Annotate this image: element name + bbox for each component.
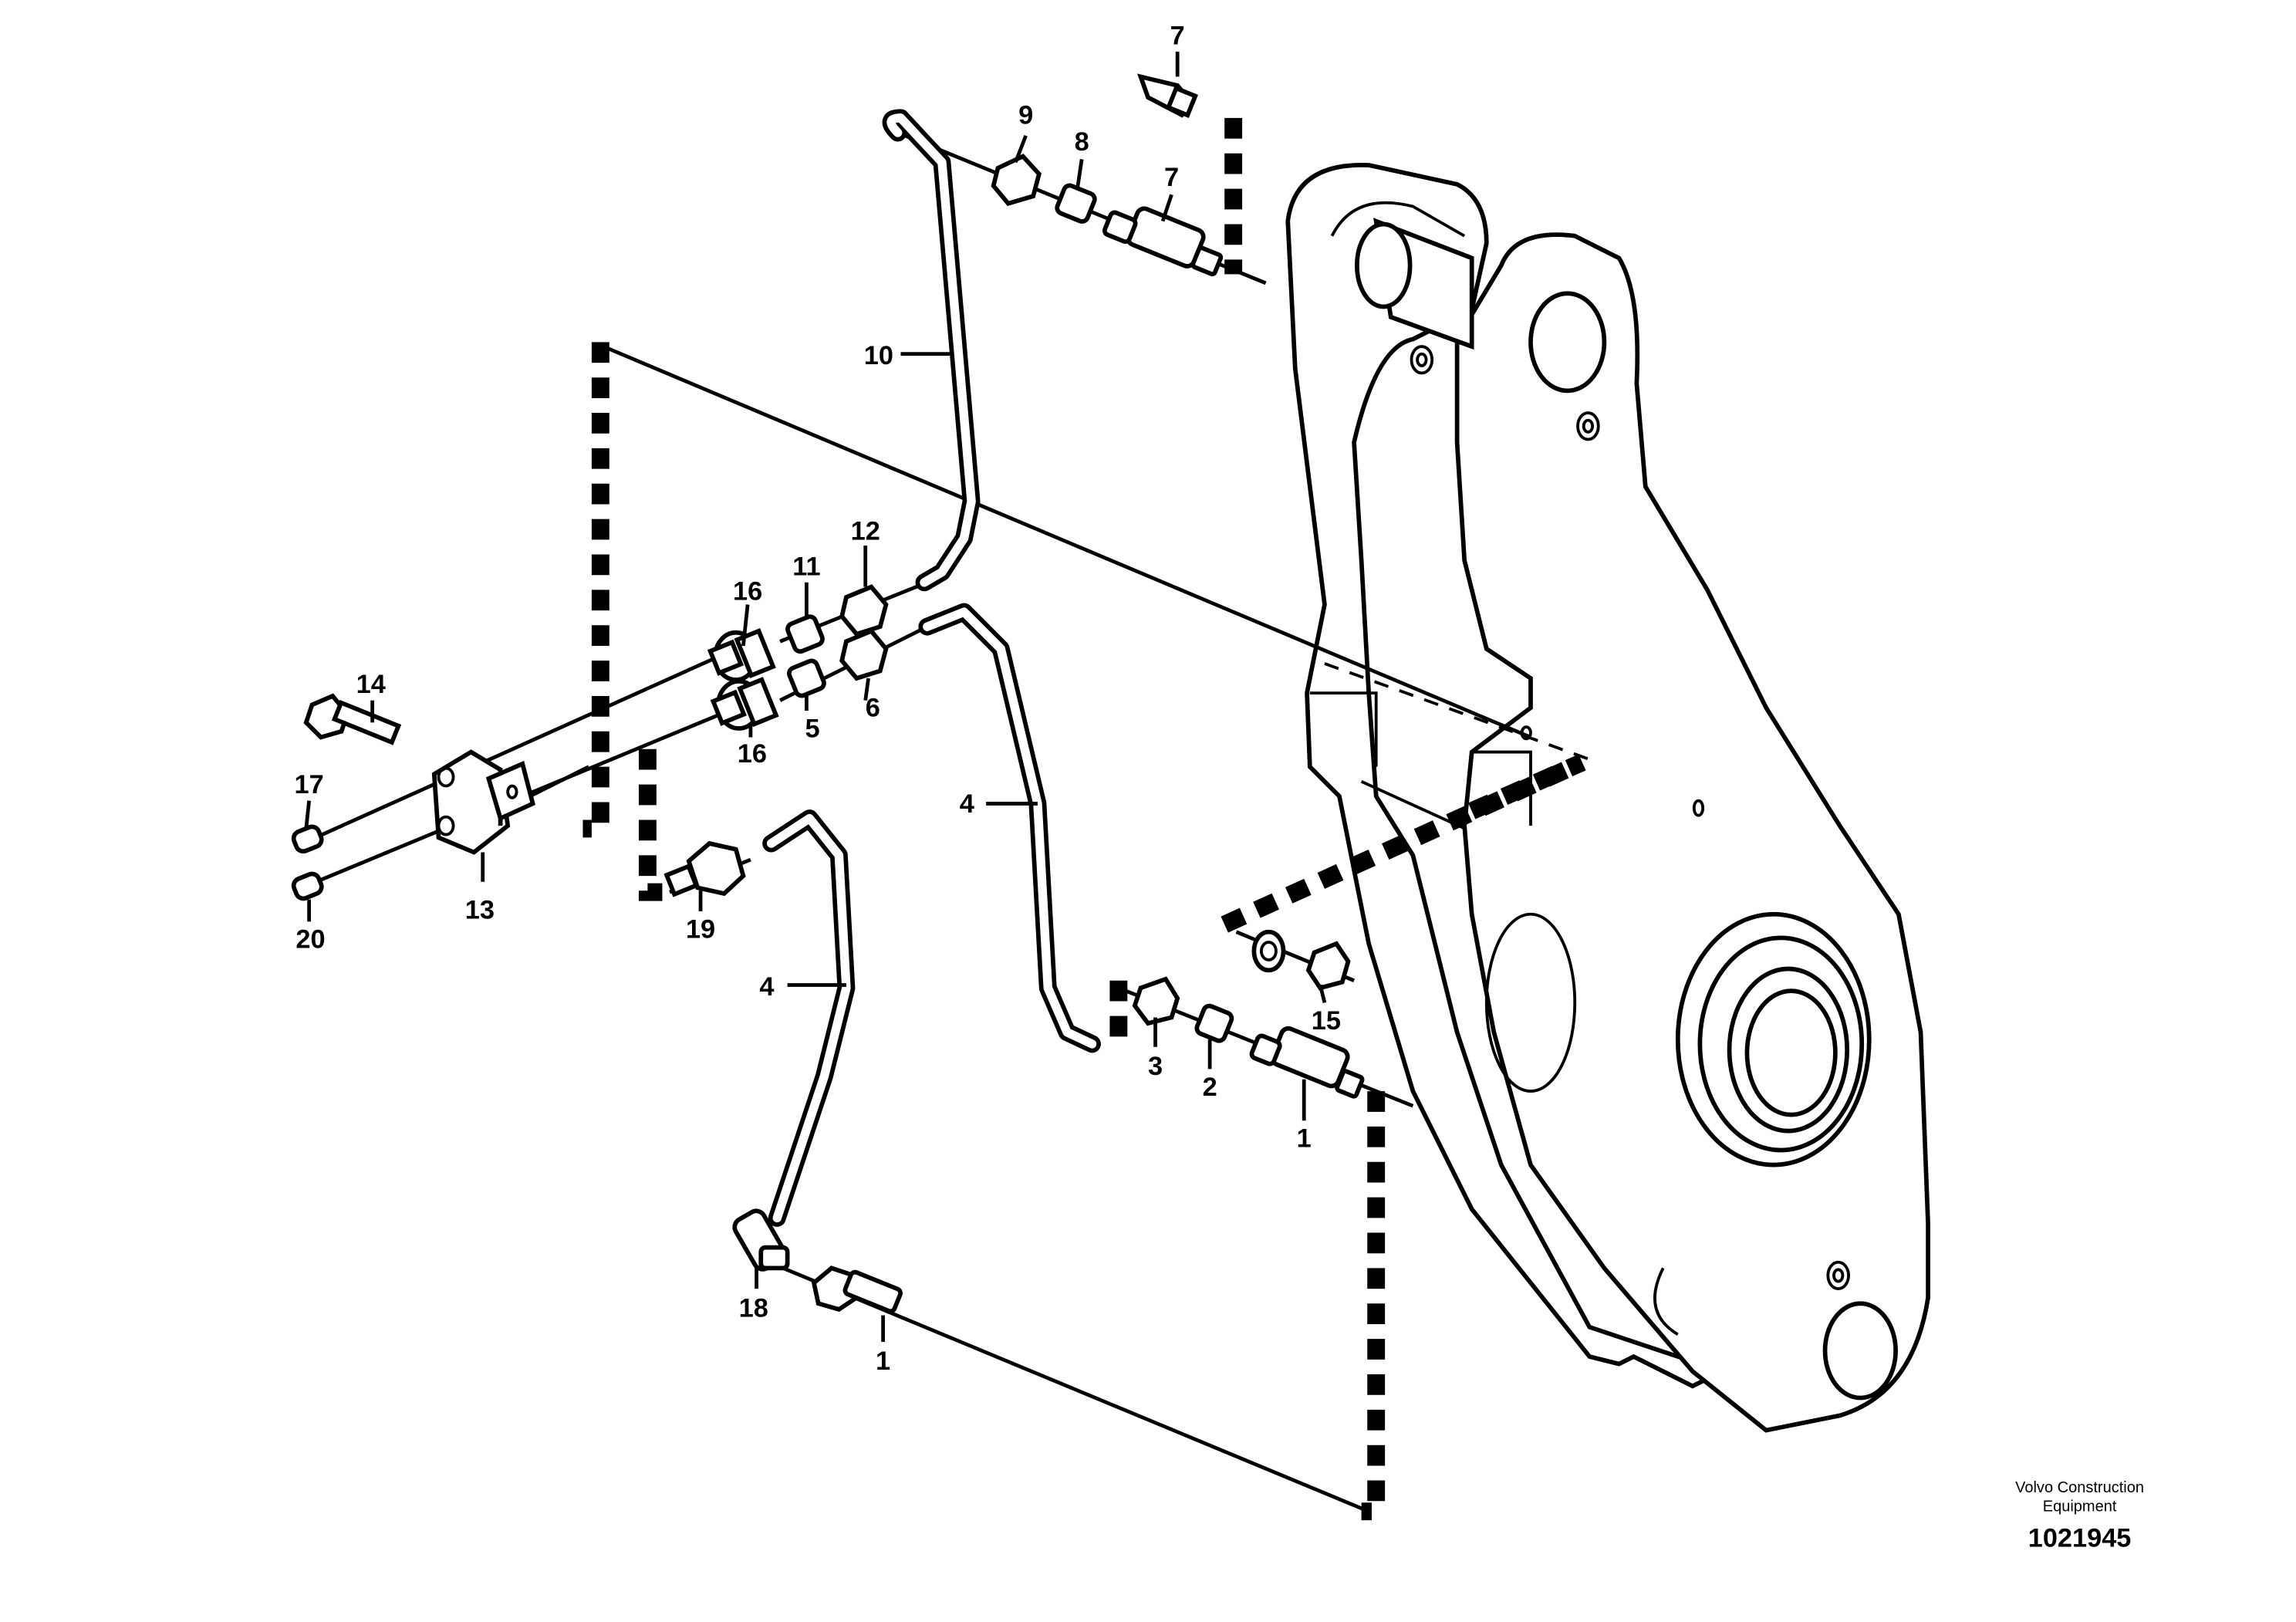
callout-10: 10 — [864, 341, 893, 370]
callout-16-bottom: 16 — [738, 739, 767, 769]
bolt-14 — [303, 693, 402, 745]
callout-1-right: 1 — [1297, 1124, 1312, 1154]
callout-7-top-label: 7 — [1170, 21, 1185, 50]
nut-9 — [991, 154, 1042, 206]
brand-footer: Volvo Construction Equipment 1021945 — [2015, 1479, 2144, 1553]
sleeve-5 — [787, 658, 826, 698]
document-number: 1021945 — [2028, 1524, 2132, 1553]
connector-19 — [663, 840, 746, 897]
callout-13: 13 — [465, 895, 495, 924]
sleeve-11 — [785, 614, 825, 654]
callout-4-left: 4 — [759, 972, 774, 1002]
fittings — [291, 73, 1365, 1314]
callout-1-lower: 1 — [876, 1347, 890, 1376]
grease-nipple-top — [1136, 73, 1198, 118]
callout-2: 2 — [1203, 1073, 1217, 1102]
callout-14: 14 — [356, 670, 386, 699]
callout-20: 20 — [295, 925, 325, 955]
connector-16-upper — [707, 628, 776, 682]
grease-nipple-20 — [291, 871, 324, 901]
nut-15 — [1305, 941, 1351, 991]
sleeve-8 — [1055, 183, 1097, 224]
nut-3 — [1132, 976, 1180, 1026]
callout-19: 19 — [686, 914, 715, 944]
adapter-7 — [1102, 206, 1224, 277]
connector-16-lower — [710, 677, 779, 731]
nut-6 — [839, 628, 889, 681]
callout-5: 5 — [805, 714, 819, 743]
brand-line-1: Volvo Construction — [2015, 1479, 2144, 1496]
callout-6: 6 — [866, 694, 880, 723]
callout-9: 9 — [1018, 100, 1033, 130]
callout-18: 18 — [739, 1293, 768, 1323]
washer-15 — [1251, 929, 1286, 973]
callout-4-right: 4 — [960, 789, 974, 819]
clamp-13 — [431, 749, 535, 855]
adapter-1-right — [1249, 1026, 1365, 1099]
callout-8: 8 — [1075, 127, 1089, 157]
callout-3: 3 — [1148, 1052, 1163, 1081]
callout-12: 12 — [851, 516, 880, 546]
callout-17: 17 — [295, 770, 324, 799]
adapter-1-lower — [811, 1265, 903, 1314]
callout-15: 15 — [1312, 1006, 1341, 1036]
callout-7-adapter: 7 — [1164, 163, 1179, 192]
nut-12 — [839, 584, 889, 637]
boom-arm-housing — [1285, 163, 1930, 1433]
sleeve-2 — [1194, 1003, 1234, 1043]
elbow-18 — [732, 1208, 790, 1272]
callout-11: 11 — [792, 552, 820, 581]
callout-leaders — [304, 51, 1327, 1342]
callout-16-top: 16 — [733, 577, 762, 607]
grease-nipple-17 — [291, 824, 324, 854]
callout-labels-main: 7 9 8 7 10 12 11 16 14 5 6 16 4 17 13 20… — [295, 21, 1341, 1376]
brand-line-2: Equipment — [2043, 1499, 2117, 1516]
